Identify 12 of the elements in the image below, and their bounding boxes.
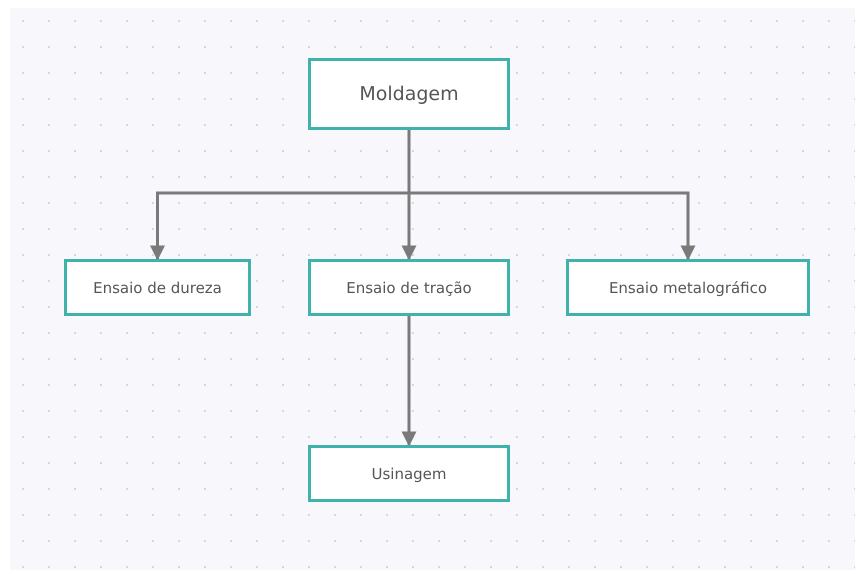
process-box (64, 259, 251, 316)
arrow (408, 130, 696, 260)
arrow (402, 316, 416, 446)
process-box (308, 58, 510, 130)
node-label: Moldagem (359, 83, 459, 105)
node-label: Usinagem (371, 464, 447, 482)
process-box (308, 259, 510, 316)
process-box (308, 445, 510, 502)
node-label: Ensaio de dureza (93, 278, 222, 296)
node-label: Ensaio metalográfico (608, 278, 768, 296)
node-label: Ensaio de tração (346, 278, 472, 296)
process-box (566, 259, 810, 316)
